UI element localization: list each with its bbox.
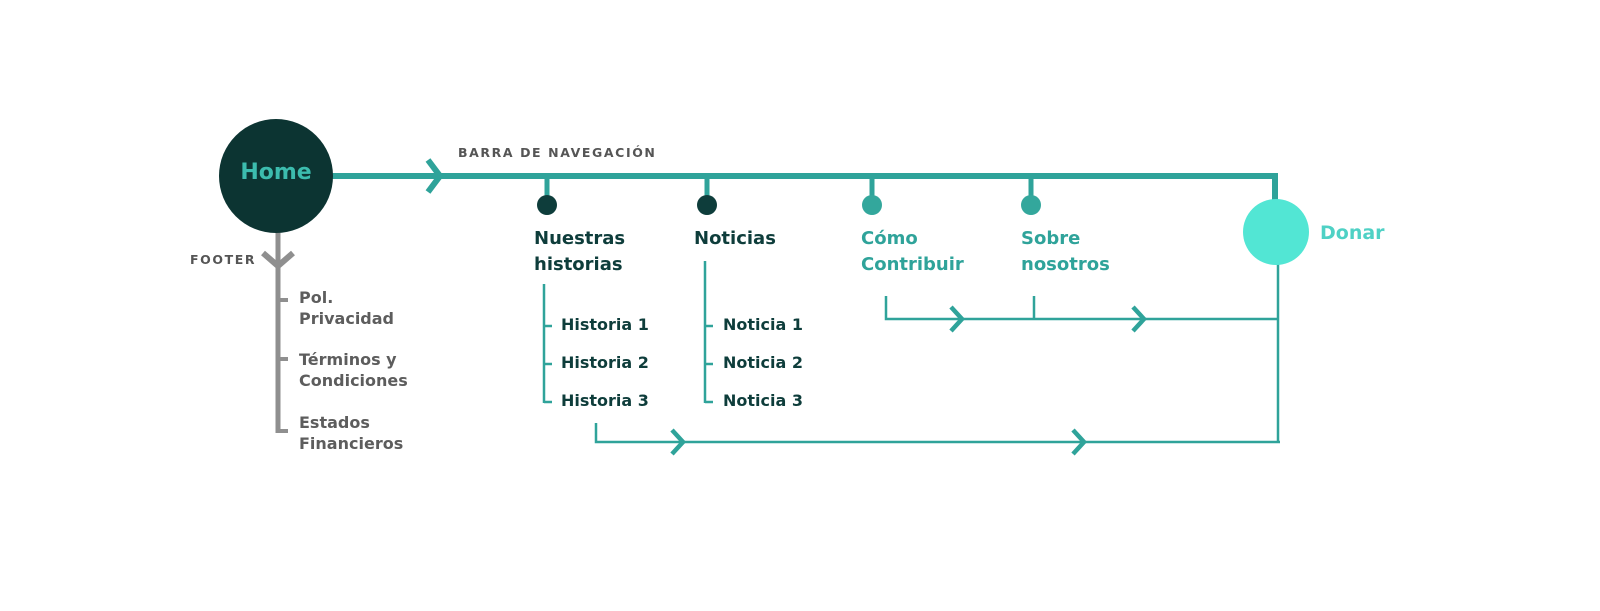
- home-node[interactable]: [219, 119, 333, 233]
- contribuir-flow-line: [884, 296, 1278, 321]
- donar-label[interactable]: Donar: [1320, 222, 1385, 244]
- footer-label: FOOTER: [190, 252, 257, 267]
- dot-nosotros: [1021, 195, 1041, 215]
- nav-arrow: [425, 158, 444, 194]
- section-line2: Contribuir: [861, 254, 964, 275]
- section-sobre-nosotros[interactable]: Sobre nosotros: [1021, 226, 1110, 278]
- section-noticias[interactable]: Noticias: [694, 226, 776, 252]
- footer-item-line2: Condiciones: [299, 371, 408, 390]
- section-line2: historias: [534, 254, 623, 275]
- contribuir-flow-arrow: [949, 305, 966, 333]
- historias-flow-arrow-2: [1071, 428, 1088, 456]
- historia-1-item[interactable]: Historia 1: [561, 315, 649, 334]
- footer-item-line1: Estados: [299, 413, 370, 432]
- section-line1: Nuestras: [534, 228, 626, 249]
- noticia-1-item[interactable]: Noticia 1: [723, 315, 803, 334]
- historia-3-item[interactable]: Historia 3: [561, 391, 649, 410]
- nosotros-flow-arrow: [1131, 305, 1148, 333]
- nav-bar-label: BARRA DE NAVEGACIÓN: [458, 145, 657, 160]
- historias-flow-line: [594, 423, 1280, 444]
- section-line1: Sobre: [1021, 228, 1081, 249]
- section-como-contribuir[interactable]: Cómo Contribuir: [861, 226, 964, 278]
- dot-historias: [537, 195, 557, 215]
- section-line2: nosotros: [1021, 254, 1110, 275]
- footer-item-line1: Términos y: [299, 350, 397, 369]
- footer-item-privacidad[interactable]: Pol. Privacidad: [299, 287, 394, 329]
- footer-item-terminos[interactable]: Términos y Condiciones: [299, 349, 408, 391]
- footer-item-line2: Financieros: [299, 434, 404, 453]
- footer-item-line1: Pol.: [299, 288, 334, 307]
- section-line1: Cómo: [861, 228, 918, 249]
- noticia-2-item[interactable]: Noticia 2: [723, 353, 803, 372]
- home-label[interactable]: Home: [240, 160, 312, 185]
- section-nuestras-historias[interactable]: Nuestras historias: [534, 226, 625, 278]
- dot-contribuir: [862, 195, 882, 215]
- section-line1: Noticias: [694, 228, 776, 249]
- footer-item-line2: Privacidad: [299, 309, 394, 328]
- dot-noticias: [697, 195, 717, 215]
- footer-arrow: [261, 250, 295, 270]
- noticia-3-item[interactable]: Noticia 3: [723, 391, 803, 410]
- historia-2-item[interactable]: Historia 2: [561, 353, 649, 372]
- donar-node[interactable]: [1243, 199, 1309, 265]
- historias-flow-arrow-1: [670, 428, 687, 456]
- footer-item-financieros[interactable]: Estados Financieros: [299, 412, 403, 454]
